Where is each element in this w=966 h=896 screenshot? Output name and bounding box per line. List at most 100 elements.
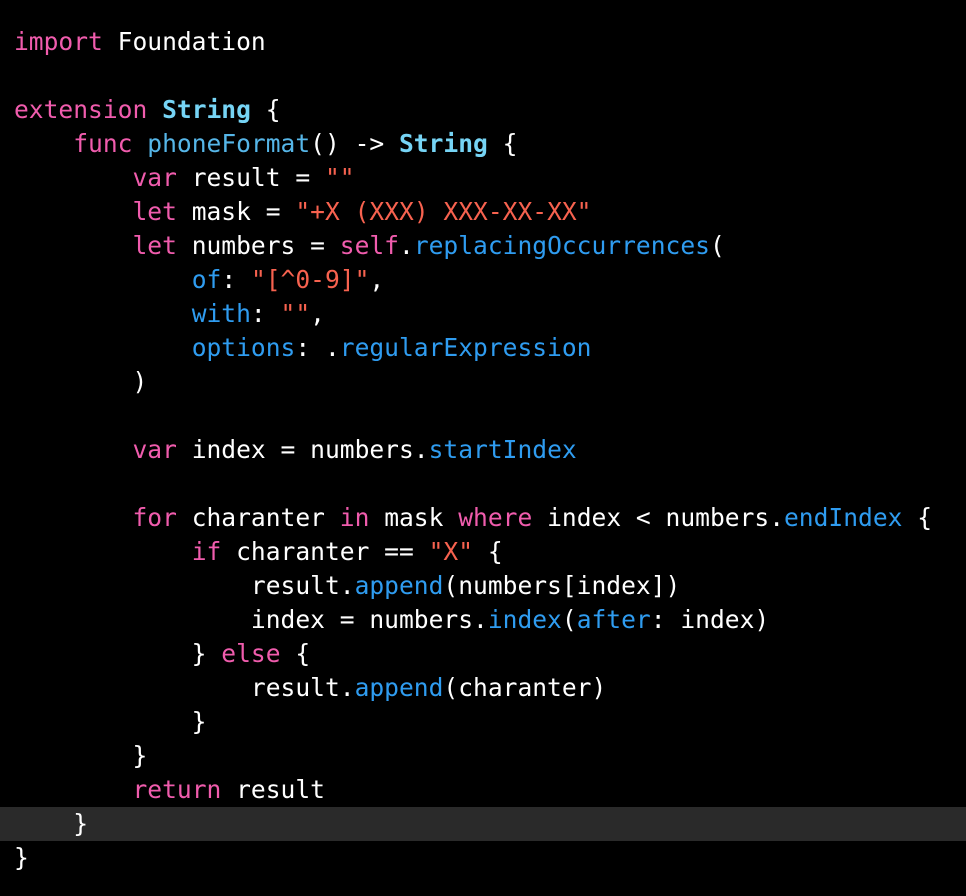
code-token: with [191,299,251,328]
code-token: "[^0-9]" [250,265,370,294]
code-line[interactable]: return result [0,773,966,807]
code-line[interactable]: index = numbers.index(after: index) [0,603,966,637]
code-token: import [14,27,103,56]
code-token: self [339,231,399,260]
code-token: of [191,265,222,294]
code-token: ( [709,231,725,260]
code-token: { [473,537,503,566]
code-token [14,299,192,328]
code-line[interactable] [0,467,966,501]
code-token: } [14,843,29,872]
code-token: append [354,673,444,702]
code-token: index = numbers. [14,605,488,634]
code-token: (numbers[index]) [443,571,681,600]
code-token: { [487,129,518,158]
code-line-current[interactable]: } [0,807,966,841]
code-token [14,197,132,226]
code-line[interactable] [0,399,966,433]
code-token: result. [14,673,355,702]
code-token: for [132,503,177,532]
code-token [14,775,132,804]
code-token: numbers = [176,231,340,260]
code-token: index < numbers. [532,503,784,532]
code-token: index [487,605,562,634]
code-token: endIndex [784,503,903,532]
code-token: { [902,503,933,532]
code-line[interactable]: var index = numbers.startIndex [0,433,966,467]
code-line[interactable]: with: "", [0,297,966,331]
code-token: phoneFormat [147,129,311,158]
code-token: : . [295,333,340,362]
code-token: "X" [428,537,474,566]
code-token: after [576,605,651,634]
code-token [14,163,132,192]
code-token: var [132,163,177,192]
code-token: startIndex [428,435,577,464]
code-token: } [14,707,207,736]
code-line[interactable]: func phoneFormat() -> String { [0,127,966,161]
code-token: index = numbers. [176,435,429,464]
code-token: options [191,333,296,362]
code-token: if [191,537,222,566]
code-line[interactable]: import Foundation [0,25,966,59]
code-line[interactable]: } [0,705,966,739]
code-token: } [14,741,148,770]
code-token [14,503,132,532]
code-line[interactable]: result.append(numbers[index]) [0,569,966,603]
code-token [147,95,162,124]
code-token [14,435,132,464]
code-token: func [73,129,133,158]
code-line[interactable]: for charanter in mask where index < numb… [0,501,966,535]
code-token: var [132,435,177,464]
code-token: regularExpression [339,333,592,362]
code-token: ( [561,605,577,634]
code-token [14,333,192,362]
code-line[interactable]: extension String { [0,93,966,127]
code-token: where [458,503,533,532]
code-token: (charanter) [443,673,607,702]
code-token: result. [14,571,355,600]
code-token: "+X (XXX) XXX-XX-XX" [295,197,592,226]
code-token: mask [369,503,459,532]
code-line[interactable]: ) [0,365,966,399]
code-token: result = [176,163,325,192]
code-token [14,265,192,294]
code-token: in [339,503,370,532]
code-token: String [162,95,251,124]
code-token: return [132,775,222,804]
code-token [14,129,73,158]
code-token: extension [14,95,148,124]
code-line[interactable]: } [0,739,966,773]
code-token: "" [280,299,311,328]
code-token: () -> [310,129,399,158]
code-line[interactable]: of: "[^0-9]", [0,263,966,297]
code-line[interactable]: } else { [0,637,966,671]
code-line[interactable]: result.append(charanter) [0,671,966,705]
code-token: Foundation [102,27,266,56]
code-token: result [221,775,325,804]
code-token: "" [324,163,355,192]
code-token: replacingOccurrences [413,231,710,260]
code-line[interactable]: var result = "" [0,161,966,195]
code-token: . [399,231,414,260]
code-line[interactable]: let numbers = self.replacingOccurrences( [0,229,966,263]
code-token: : index) [650,605,770,634]
code-token: append [354,571,444,600]
code-token: { [250,95,281,124]
code-token: } [14,639,222,668]
code-line[interactable]: let mask = "+X (XXX) XXX-XX-XX" [0,195,966,229]
code-token: mask = [176,197,296,226]
code-line[interactable]: } [0,841,966,875]
code-token: , [310,299,325,328]
code-line[interactable] [0,59,966,93]
code-token: else [221,639,281,668]
code-line[interactable]: if charanter == "X" { [0,535,966,569]
code-token: { [280,639,311,668]
code-token: : [250,299,281,328]
code-token: ) [14,367,148,396]
code-token: String [399,129,488,158]
code-line[interactable]: options: .regularExpression [0,331,966,365]
code-token [14,537,192,566]
code-token: charanter == [221,537,429,566]
